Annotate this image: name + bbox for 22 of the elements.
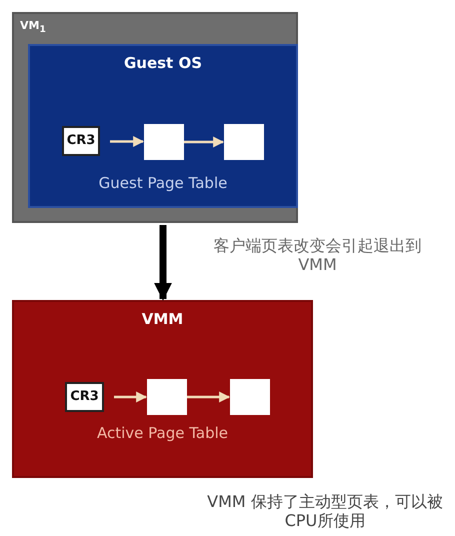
page-table-box [147, 379, 187, 415]
panel-title: Guest OS [122, 54, 204, 72]
register-label: CR3 [69, 389, 100, 404]
arrow [184, 136, 224, 148]
arrow [114, 392, 148, 402]
vm-panel [12, 12, 298, 223]
note-text: VMM 保持了主动型页表，可以被CPU所使用 [206, 492, 444, 530]
register-box [62, 126, 100, 156]
guest-os-panel [28, 44, 298, 208]
register-label: CR3 [66, 133, 96, 148]
arrow [187, 392, 230, 402]
vm-label: VM$_{1}$ [20, 19, 46, 36]
table-caption: Active Page Table [96, 424, 230, 442]
panel-title: VMM [140, 310, 184, 328]
table-caption: Guest Page Table [98, 174, 228, 192]
page-table-box [224, 124, 264, 160]
page-table-box [144, 124, 184, 160]
vmm-panel [12, 300, 313, 478]
arrow [154, 225, 172, 301]
page-table-box [230, 379, 270, 415]
arrow [110, 136, 144, 147]
register-box [65, 382, 104, 412]
